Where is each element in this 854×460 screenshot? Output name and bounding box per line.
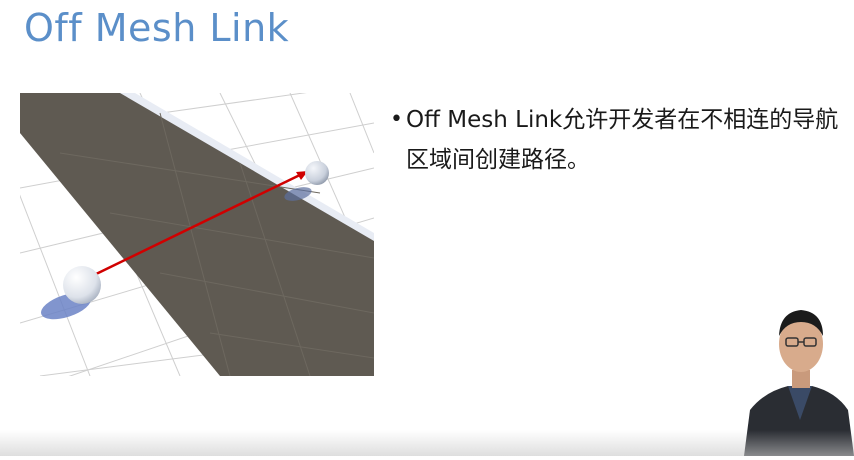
end-sphere — [305, 161, 329, 185]
off-mesh-link-arrowhead — [296, 171, 308, 180]
presenter-face — [779, 316, 823, 372]
navmesh-scene-image — [20, 93, 374, 376]
presenter-shirt — [788, 386, 812, 420]
off-mesh-link-arrow — [91, 171, 305, 278]
end-sphere-shadow — [284, 187, 312, 201]
raised-platform — [20, 93, 374, 376]
bullet-marker: • — [390, 107, 403, 132]
presenter-hair — [779, 310, 823, 336]
slide-title: Off Mesh Link — [24, 6, 290, 50]
start-sphere — [63, 266, 101, 304]
bullet-text: Off Mesh Link允许开发者在不相连的导航区域间创建路径。 — [406, 107, 839, 173]
bottom-vignette — [0, 430, 854, 456]
bullet-list: • Off Mesh Link允许开发者在不相连的导航区域间创建路径。 — [390, 100, 850, 180]
presenter-neck — [792, 370, 810, 388]
